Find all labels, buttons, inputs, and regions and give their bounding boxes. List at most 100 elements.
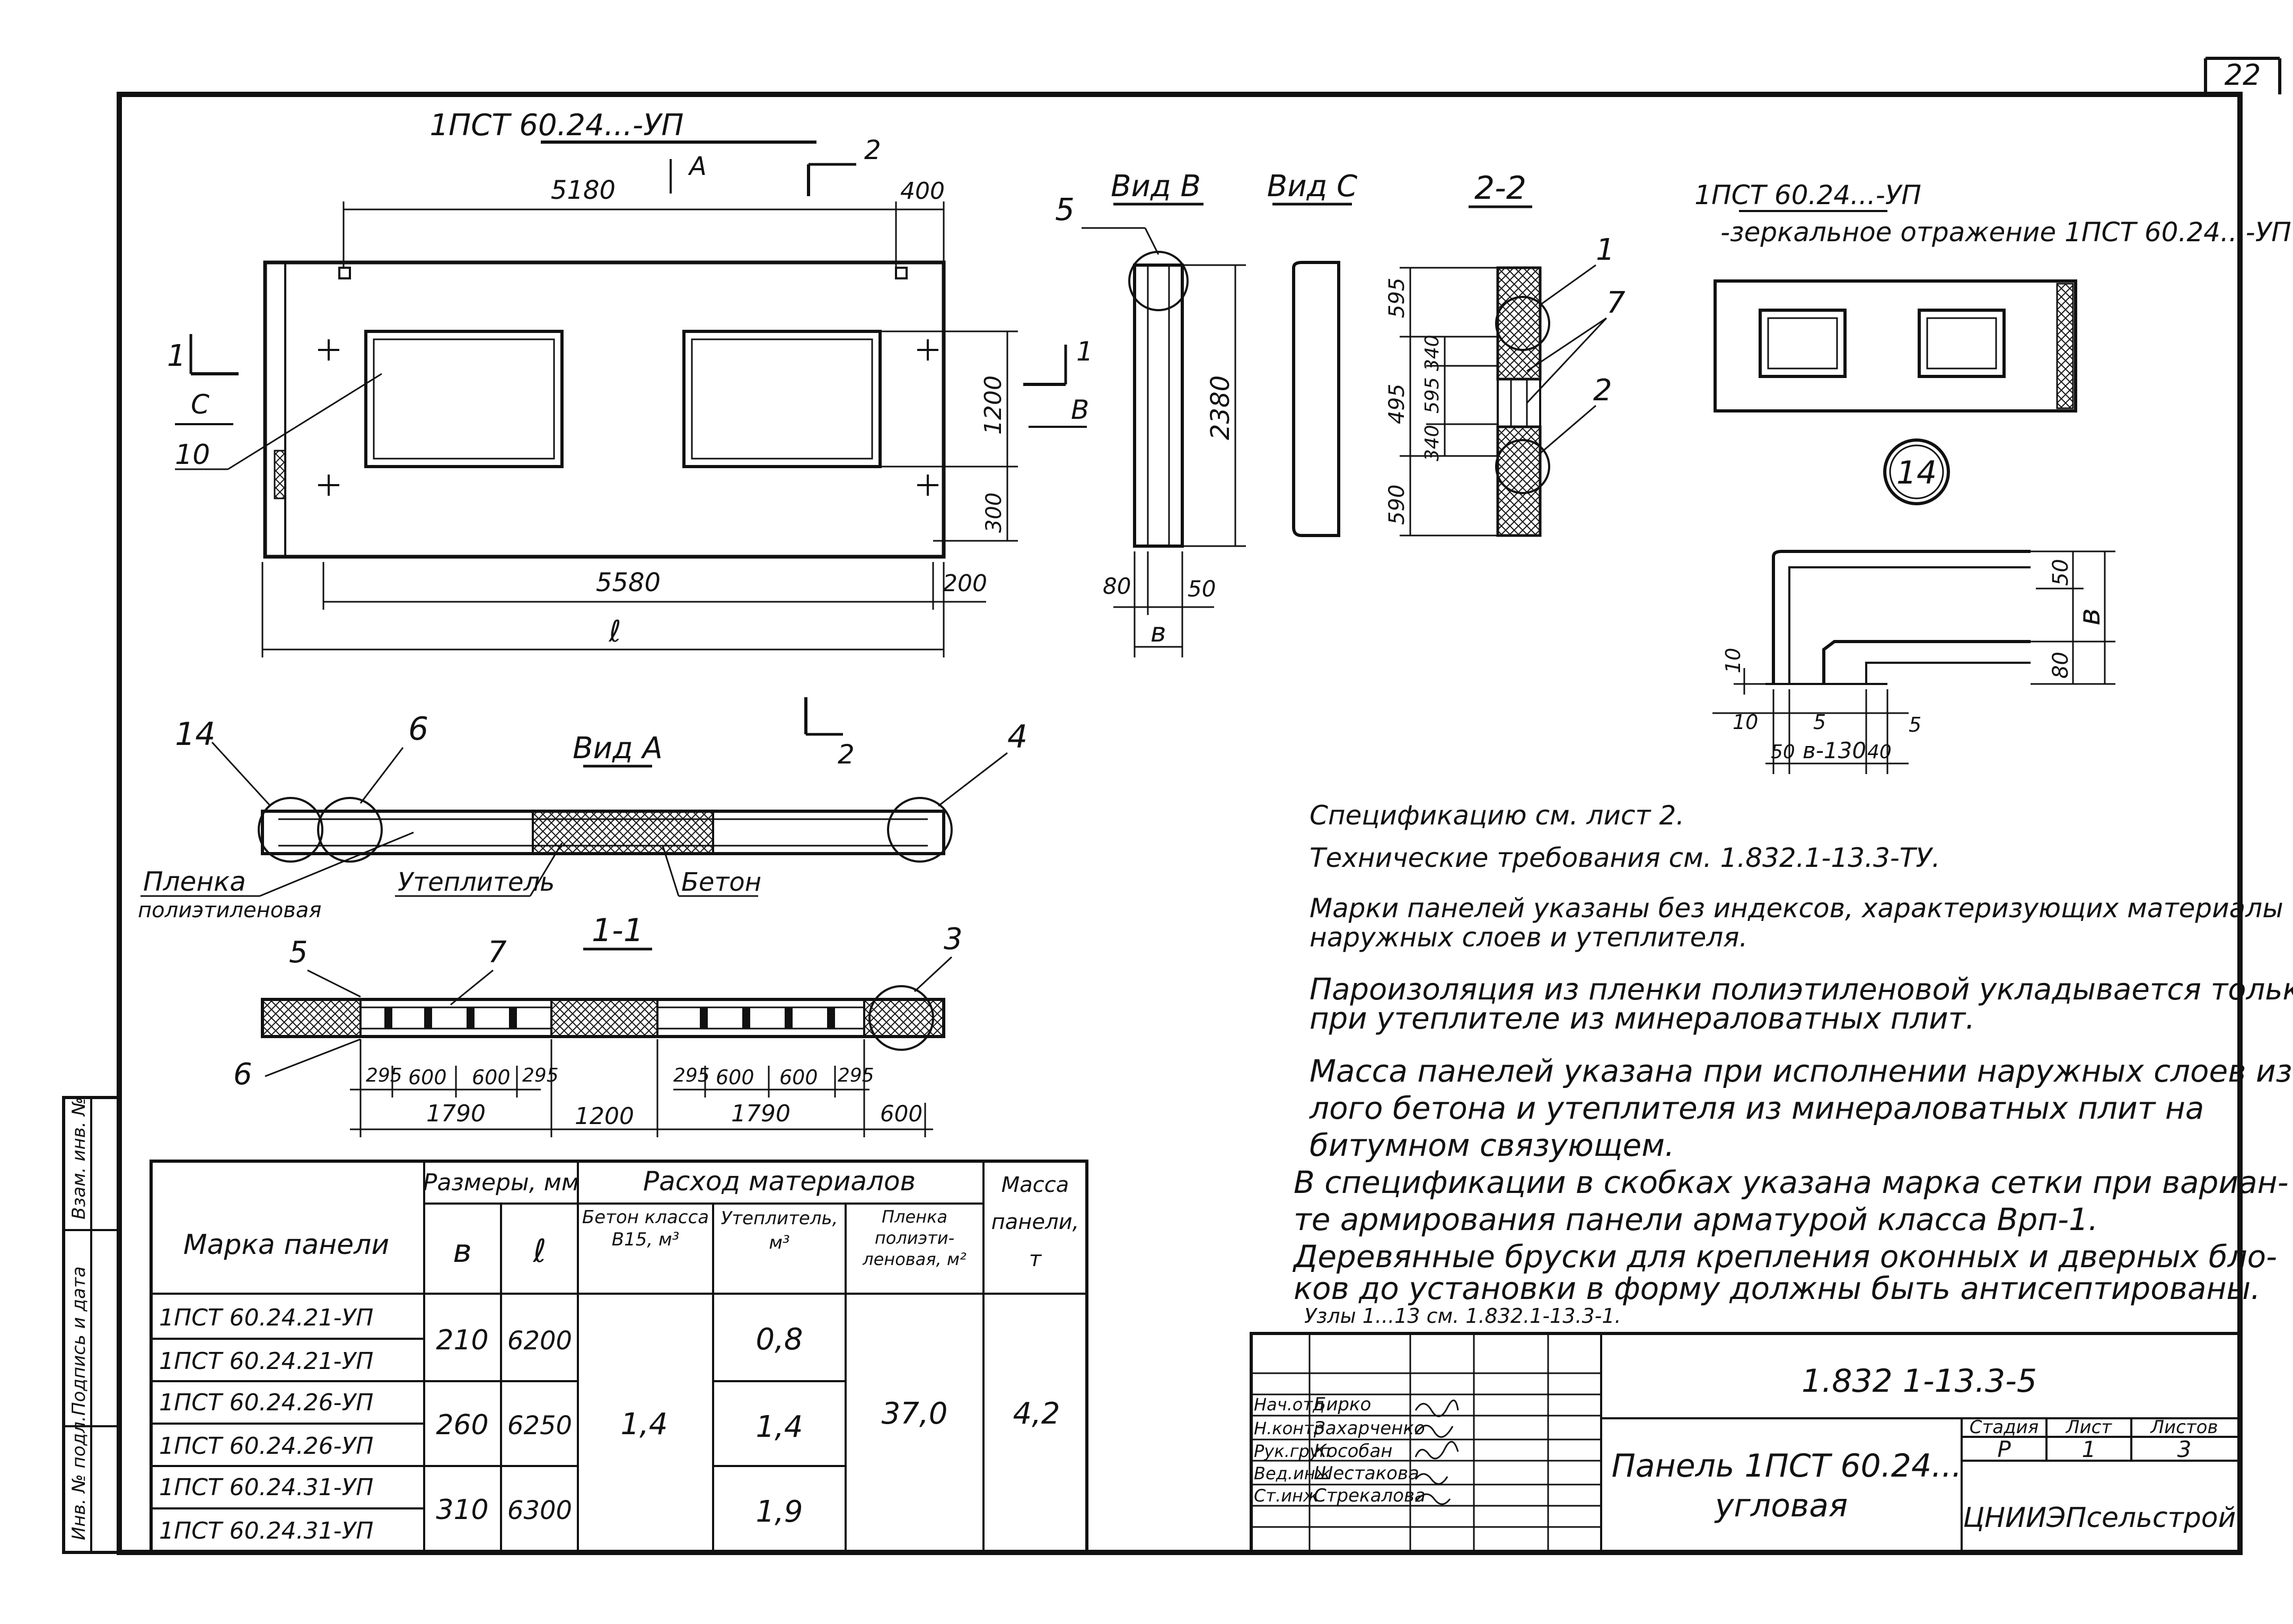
- sig-name: Кособан: [1314, 1441, 1392, 1462]
- note-line: те армирования панели арматурой класса В…: [1294, 1201, 2098, 1237]
- sec22-dim-0: 595: [1385, 278, 1409, 318]
- mirror-title: 1ПСТ 60.24...-УП: [1694, 180, 1921, 210]
- sec11-dim-s7: 295: [838, 1065, 874, 1086]
- stamp-field-replace: Взам. инв. №: [68, 1097, 90, 1219]
- sec22-dim-1: 495: [1385, 384, 1409, 424]
- table-cell-insulation: 0,8: [755, 1322, 803, 1357]
- table-cell-l: 6250: [507, 1411, 572, 1441]
- dim-bottom-right: 200: [943, 570, 987, 597]
- sec11-callout-3: 3: [944, 922, 963, 956]
- view-a-callout-4: 4: [1007, 718, 1027, 756]
- doc-code: 1.832 1-13.3-5: [1802, 1363, 2037, 1400]
- dim-bottom: 5580: [596, 568, 661, 598]
- th-concrete: Бетон класса В15, м³: [582, 1207, 709, 1250]
- dim-lower-right: 300: [982, 493, 1006, 533]
- node-dim-8: 40: [1867, 741, 1892, 763]
- label-insulation: Утеплитель: [398, 867, 555, 897]
- view-b-mark: В: [1071, 394, 1089, 425]
- view-c-title: Вид С: [1267, 169, 1357, 204]
- node-dim-4: 10: [1733, 710, 1758, 734]
- sig-role: Н.контр: [1254, 1418, 1324, 1438]
- dim-top: 5180: [551, 175, 616, 205]
- elevation-title: 1ПСТ 60.24...-УП: [429, 108, 683, 143]
- sec11-dim-s0: 295: [366, 1065, 402, 1086]
- dim-overall: ℓ: [608, 615, 621, 649]
- label-concrete: Бетон: [681, 867, 761, 897]
- mirror-subtitle: -зеркальное отражение 1ПСТ 60.24...-УП: [1720, 217, 2291, 248]
- note-line: битумном связующем.: [1310, 1127, 1674, 1163]
- section11-title: 1-1: [592, 912, 644, 949]
- dim-top-right: 400: [900, 178, 945, 205]
- view-a-callout-6: 6: [408, 710, 428, 748]
- sec22-callout-2: 2: [1593, 373, 1612, 408]
- note-line: ков до установки в форму должны быть ант…: [1294, 1270, 2261, 1306]
- node-dim-5: 5: [1813, 710, 1826, 734]
- sec11-dim-l3: 600: [880, 1101, 923, 1127]
- table-cell-mark: 1ПСТ 60.24.26-УП: [159, 1433, 373, 1460]
- sig-role: Нач.отд: [1254, 1394, 1324, 1415]
- note-line: В спецификации в скобках указана марка с…: [1294, 1164, 2289, 1200]
- sheet-no-value: 1: [2082, 1436, 2096, 1462]
- view-c: Вид С: [1267, 169, 1357, 537]
- sec11-callout-5: 5: [289, 935, 308, 970]
- sec11-dim-s6: 600: [779, 1066, 818, 1089]
- table-cell-l: 6200: [507, 1326, 572, 1356]
- view-b-d1: 80: [1103, 573, 1131, 599]
- sheet-number: 22: [2225, 58, 2261, 92]
- table-cell-mark: 1ПСТ 60.24.31-УП: [159, 1474, 373, 1501]
- table-cell-mark: 1ПСТ 60.24.31-УП: [159, 1517, 373, 1544]
- table-cell-mark: 1ПСТ 60.24.21-УП: [159, 1348, 373, 1375]
- section2-mark: 2: [864, 135, 881, 165]
- table-cell-film: 37,0: [882, 1397, 948, 1431]
- view-b: Вид В 5 2380 80 50 в: [1055, 169, 1246, 657]
- note-line: Технические требования см. 1.832.1-13.3-…: [1310, 842, 1940, 873]
- th-l: ℓ: [533, 1233, 547, 1270]
- sec22-callout-1: 1: [1596, 233, 1615, 267]
- sec22-dim-5: 590: [1385, 485, 1409, 525]
- section-2-2: 2-2 595 495 340 595 340 590 1 7 2: [1385, 170, 1626, 537]
- view-b-callout: 5: [1055, 191, 1075, 227]
- node-dim-7: в-130: [1803, 738, 1866, 763]
- sec22-dim-2: 340: [1421, 335, 1443, 371]
- node-14-detail: 50 в 80 10 10 5 50 в-130 40 5: [1712, 550, 2115, 774]
- stage-value: Р: [1997, 1436, 2011, 1462]
- note-line: Спецификацию см. лист 2.: [1310, 800, 1684, 831]
- section1-top-mark: 1: [167, 339, 186, 373]
- sec11-callout-7: 7: [488, 935, 507, 970]
- drawing-title-2: угловая: [1714, 1487, 1848, 1524]
- sig-name: Шестакова: [1314, 1463, 1419, 1484]
- th-b: в: [453, 1233, 471, 1270]
- view-b-title: Вид В: [1111, 169, 1201, 204]
- panel-elevation: 1ПСТ 60.24...-УП 5180 400 А 2 12: [167, 108, 1093, 657]
- sec11-dim-s2: 600: [472, 1066, 511, 1089]
- stamp-field-sign: Подпись и дата: [68, 1266, 90, 1416]
- sec22-dim-3: 595: [1421, 377, 1443, 414]
- node-dim-0: 50: [2049, 559, 2073, 586]
- sheets-header: Листов: [2149, 1417, 2218, 1438]
- note-line: Пароизоляция из пленки полиэтиленовой ук…: [1310, 972, 2293, 1007]
- section1-bottom-mark: 1: [1076, 336, 1093, 367]
- th-insulation: Утеплитель, м³: [721, 1208, 838, 1253]
- stamp-field-inv: Инв. № подл.: [68, 1416, 90, 1540]
- label-film: Пленка: [143, 866, 246, 897]
- arrow-a-label: А: [688, 152, 707, 181]
- sheets-total-value: 3: [2177, 1436, 2192, 1462]
- mirror-view: 1ПСТ 60.24...-УП -зеркальное отражение 1…: [1694, 180, 2291, 505]
- drawing-title-1: Панель 1ПСТ 60.24...: [1612, 1447, 1962, 1485]
- stage-header: Стадия: [1970, 1417, 2039, 1438]
- sec11-dim-s5: 600: [716, 1066, 754, 1089]
- table-cell-concrete: 1,4: [620, 1407, 667, 1442]
- spec-table: Марка панели Размеры, мм в ℓ Расход мате…: [150, 1160, 1088, 1554]
- callout-10: 10: [175, 439, 210, 471]
- sec11-dim-s4: 295: [673, 1065, 710, 1086]
- sheet-frame: 22: [117, 57, 2281, 1555]
- table-cell-insulation: 1,4: [755, 1410, 803, 1444]
- notes: Спецификацию см. лист 2. Технические тре…: [1292, 800, 2293, 1328]
- view-b-d2: 50: [1188, 576, 1216, 602]
- th-film: Пленка полиэти- леновая, м²: [863, 1207, 967, 1269]
- note-line: лого бетона и утеплителя из минераловатн…: [1309, 1090, 2204, 1126]
- sec11-dim-l1: 1200: [575, 1103, 634, 1130]
- table-cell-mark: 1ПСТ 60.24.21-УП: [159, 1304, 373, 1331]
- sec22-callout-7: 7: [1606, 286, 1626, 320]
